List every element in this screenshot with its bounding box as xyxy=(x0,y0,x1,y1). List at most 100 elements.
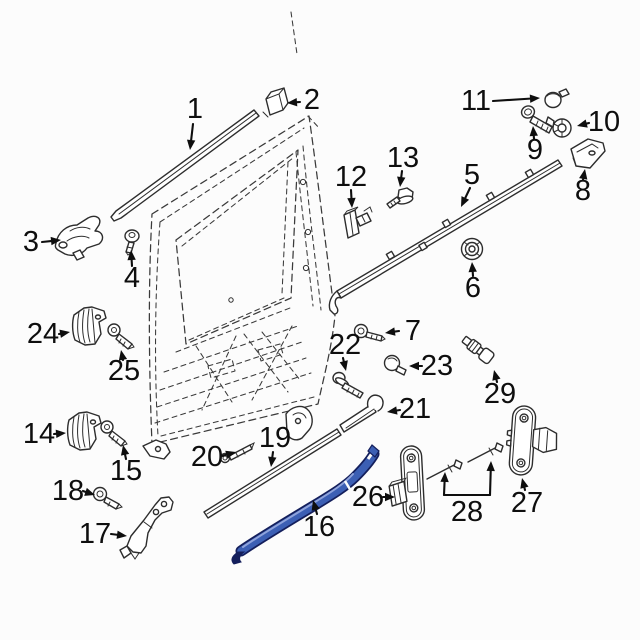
part-11-pin-clip xyxy=(544,88,570,109)
part-number-6: 6 xyxy=(465,272,481,304)
leader-arrowhead xyxy=(468,262,477,273)
leader-line xyxy=(488,469,492,497)
part-number-22: 22 xyxy=(329,329,361,361)
leader-arrowhead xyxy=(225,450,236,459)
door-corner-line xyxy=(307,115,321,130)
weatherstrip-joint-notch xyxy=(343,480,353,492)
part-number-20: 20 xyxy=(191,441,223,473)
leader-arrowhead xyxy=(529,126,538,137)
clip-mark xyxy=(228,297,234,303)
part-6-grommet-nut xyxy=(460,237,484,261)
part-9-bolt xyxy=(520,105,553,134)
part-number-4: 4 xyxy=(124,262,140,294)
callout-21: 21 xyxy=(387,393,431,425)
leader-line xyxy=(220,453,228,458)
rail-clip-tabs xyxy=(385,168,535,261)
leader-arrowhead xyxy=(84,487,95,496)
leader-line xyxy=(495,378,499,384)
part-3-hinge-bracket xyxy=(54,215,104,261)
clip-mark xyxy=(304,228,312,236)
part-21-molding-end-cap xyxy=(339,394,384,433)
leader-line xyxy=(314,508,319,516)
weatherstrip-left-end xyxy=(231,551,246,565)
part-number-5: 5 xyxy=(464,159,480,191)
leader-arrowhead xyxy=(186,139,196,150)
part-2-end-clip xyxy=(262,87,289,118)
clip-mark xyxy=(302,264,310,272)
leader-arrowhead xyxy=(529,94,540,103)
part-14-guide-bracket xyxy=(66,411,102,451)
callout-14: 14 xyxy=(23,418,66,450)
part-22-bolt xyxy=(332,371,364,399)
leader-arrowhead xyxy=(118,350,128,361)
door-rear-frame xyxy=(295,145,322,311)
callout-17: 17 xyxy=(79,518,127,550)
part-number-9: 9 xyxy=(527,134,543,166)
part-number-2: 2 xyxy=(304,84,320,116)
callout-8: 8 xyxy=(575,169,591,207)
callout-28: 28 xyxy=(440,461,495,528)
part-10-clip-nut xyxy=(545,116,572,138)
part-number-16: 16 xyxy=(303,511,335,543)
leader-arrowhead xyxy=(116,530,127,539)
door-roller-bracket-right xyxy=(285,405,313,441)
part-12-bracket-clip xyxy=(343,206,373,239)
part-number-13: 13 xyxy=(387,142,419,174)
part-8-end-bracket xyxy=(570,138,606,169)
leader-line xyxy=(442,480,446,497)
leader-arrowhead xyxy=(387,406,398,415)
leader-arrowhead xyxy=(492,370,501,381)
leader-arrowhead xyxy=(59,329,70,338)
part-number-25: 25 xyxy=(108,355,140,387)
part-number-14: 14 xyxy=(23,418,55,450)
leader-line xyxy=(585,121,591,125)
leader-arrowhead xyxy=(339,360,348,371)
leader-line xyxy=(40,239,53,244)
callout-10: 10 xyxy=(577,106,620,138)
leader-arrowhead xyxy=(461,196,470,207)
leader-arrowhead xyxy=(385,492,395,502)
callout-3: 3 xyxy=(23,226,61,258)
door-cross-braces xyxy=(195,325,301,411)
leader-arrowhead xyxy=(385,327,396,336)
callout-27: 27 xyxy=(511,478,543,519)
leader-line xyxy=(464,186,472,200)
part-27-latch-assembly xyxy=(505,405,558,476)
callout-29: 29 xyxy=(484,370,516,410)
part-number-21: 21 xyxy=(399,393,431,425)
leader-line xyxy=(341,356,345,363)
part-number-1: 1 xyxy=(187,93,203,125)
part-15-screw xyxy=(100,420,128,447)
leader-line xyxy=(190,122,195,142)
leader-arrowhead xyxy=(486,461,495,472)
leader-line xyxy=(393,329,401,333)
door-panel xyxy=(142,11,336,460)
door-window-opening xyxy=(175,149,299,345)
callout-11: 11 xyxy=(461,85,540,117)
callout-19: 19 xyxy=(259,422,291,467)
callout-18: 18 xyxy=(52,475,95,507)
part-13-hex-screw xyxy=(386,187,414,209)
callout-5: 5 xyxy=(461,159,480,207)
leader-arrowhead xyxy=(440,472,449,483)
part-number-8: 8 xyxy=(575,175,591,207)
part-number-17: 17 xyxy=(79,518,111,550)
part-number-10: 10 xyxy=(588,106,620,138)
part-number-7: 7 xyxy=(405,315,421,347)
leader-arrowhead xyxy=(347,197,356,208)
leader-arrowhead xyxy=(579,169,588,180)
part-number-15: 15 xyxy=(110,455,142,487)
part-7-screw xyxy=(353,323,386,342)
callout-1: 1 xyxy=(187,93,203,150)
callout-4: 4 xyxy=(124,250,140,294)
leader-line xyxy=(124,453,128,461)
door-roller-bracket-left xyxy=(142,439,171,460)
part-23-rivet xyxy=(383,354,407,376)
part-29-stepped-bolt xyxy=(461,335,495,365)
leader-line xyxy=(523,486,527,492)
leader-arrowhead xyxy=(577,119,588,128)
part-number-24: 24 xyxy=(27,318,59,350)
callout-20: 20 xyxy=(191,441,236,473)
leader-line xyxy=(400,169,404,179)
